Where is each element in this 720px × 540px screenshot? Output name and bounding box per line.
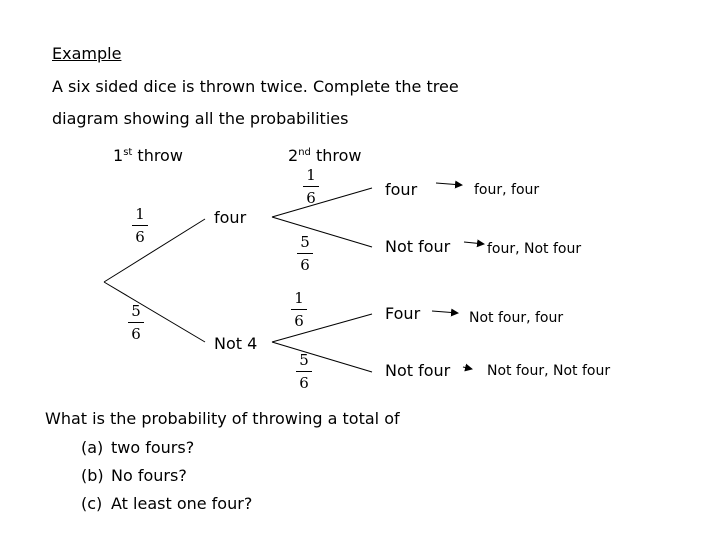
- prob-denominator: 6: [299, 374, 309, 392]
- branch-four-to-notfour: [271, 216, 373, 248]
- part-text: At least one four?: [111, 494, 253, 513]
- node-first-not4: Not 4: [214, 334, 258, 353]
- intro-line-1: A six sided dice is thrown twice. Comple…: [52, 77, 459, 96]
- part-text: two fours?: [111, 438, 195, 457]
- prob-denominator: 6: [306, 189, 316, 207]
- second-throw-number: 2: [288, 146, 299, 165]
- prob-denominator: 6: [300, 256, 310, 274]
- part-label: (c): [81, 494, 103, 513]
- first-throw-header: 1st throw: [113, 146, 183, 165]
- second-throw-suffix: nd: [298, 147, 311, 158]
- fraction-bar: [128, 322, 144, 323]
- second-throw-header: 2nd throw: [288, 146, 361, 165]
- first-throw-suffix: st: [123, 147, 133, 158]
- prob-denominator: 6: [131, 325, 141, 343]
- fraction-bar: [291, 309, 307, 310]
- example-heading: Example: [52, 44, 122, 63]
- node-second-four: four: [385, 180, 418, 199]
- fraction-bar: [132, 225, 148, 226]
- node-first-four: four: [214, 208, 247, 227]
- second-throw-word: throw: [310, 146, 362, 165]
- branch-root-to-not4: [103, 281, 206, 343]
- fraction-bar: [303, 186, 319, 187]
- arrow-4: [462, 363, 473, 372]
- prob-denominator: 6: [135, 228, 145, 246]
- part-label: (b): [81, 466, 104, 485]
- branch-root-to-four: [103, 218, 206, 283]
- arrow-1: [435, 180, 463, 189]
- fraction-bar: [296, 371, 312, 372]
- intro-line-2: diagram showing all the probabilities: [52, 109, 349, 128]
- question-part-c: (c) At least one four?: [81, 494, 252, 513]
- prob-denominator: 6: [294, 312, 304, 330]
- outcome-notfour-notfour: Not four, Not four: [487, 363, 611, 379]
- branch-not4-to-four: [271, 313, 373, 343]
- question-part-a: (a) two fours?: [81, 438, 194, 457]
- fraction-bar: [297, 253, 313, 254]
- prob-numerator: 5: [131, 302, 141, 320]
- prob-numerator: 1: [135, 205, 145, 223]
- outcome-four-notfour: four, Not four: [487, 241, 582, 257]
- prob-numerator: 5: [300, 233, 310, 251]
- arrow-3: [431, 308, 459, 317]
- node-second-notfour: Not four: [385, 237, 451, 256]
- prob-numerator: 1: [306, 166, 316, 184]
- outcome-four-four: four, four: [474, 182, 540, 198]
- branch-not4-to-notfour: [271, 341, 373, 373]
- arrow-2: [463, 239, 485, 248]
- part-text: No fours?: [111, 466, 187, 485]
- prob-numerator: 1: [294, 289, 304, 307]
- node-second-notfour-b: Not four: [385, 361, 451, 380]
- question-part-b: (b) No fours?: [81, 466, 187, 485]
- first-throw-word: throw: [132, 146, 183, 165]
- question-text: What is the probability of throwing a to…: [45, 409, 400, 428]
- branch-four-to-four: [271, 187, 373, 218]
- node-second-four-b: Four: [385, 304, 421, 323]
- outcome-notfour-four: Not four, four: [469, 310, 564, 326]
- prob-numerator: 5: [299, 351, 309, 369]
- first-throw-number: 1: [113, 146, 124, 165]
- part-label: (a): [81, 438, 104, 457]
